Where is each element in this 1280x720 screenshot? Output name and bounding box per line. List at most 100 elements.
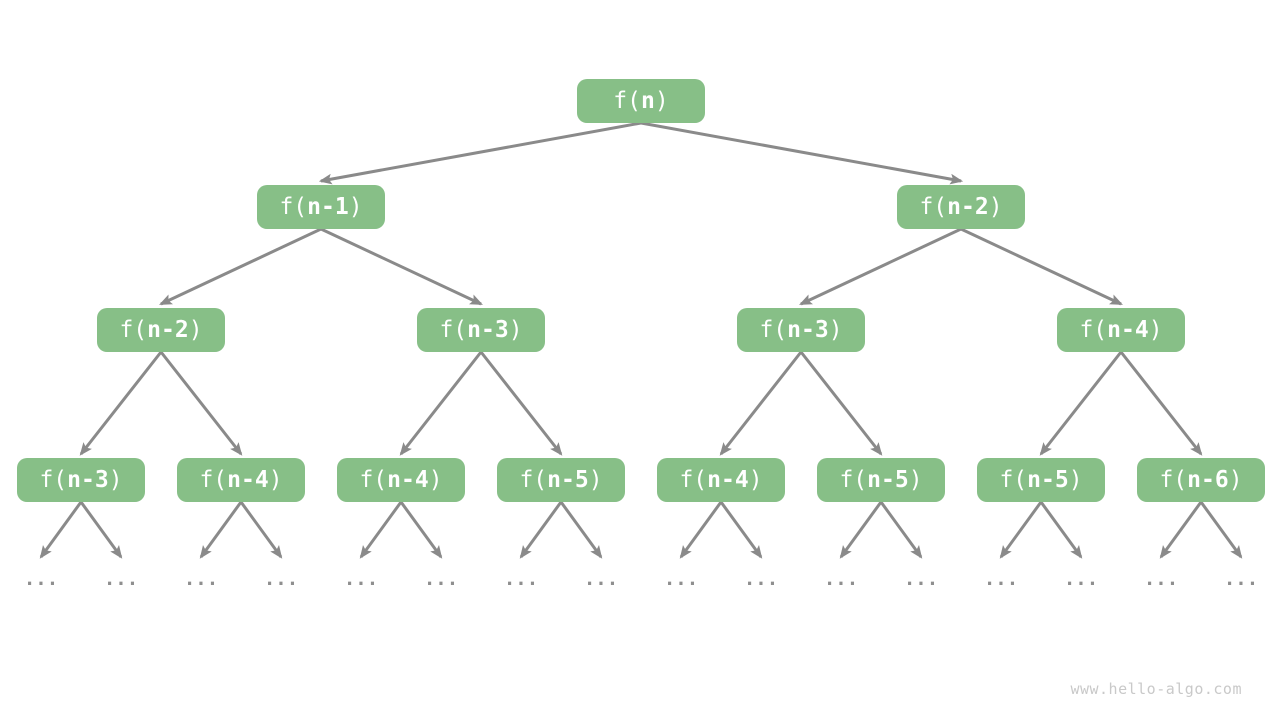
node-label-prefix: f(	[359, 466, 388, 493]
edge-b1-c2	[159, 351, 243, 456]
node-label-prefix: f(	[999, 466, 1028, 493]
edge-b1-c1	[79, 351, 163, 456]
node-label-prefix: f(	[279, 193, 308, 220]
edge-a1-b1	[159, 227, 322, 306]
node-label-prefix: f(	[39, 466, 68, 493]
node-label-suffix: )	[1228, 466, 1243, 493]
node-label-var: n	[640, 87, 655, 114]
ellipsis-label: ...	[264, 568, 298, 590]
node-label-var: n-3	[467, 316, 509, 343]
node-label-suffix: )	[508, 316, 523, 343]
tree-node-c7: f(n-5)	[977, 458, 1105, 502]
ellipsis-label: ...	[1064, 568, 1098, 590]
node-label-var: n-2	[947, 193, 989, 220]
tree-node-c6: f(n-5)	[817, 458, 945, 502]
node-label-prefix: f(	[839, 466, 868, 493]
ellipsis-label: ...	[744, 568, 778, 590]
tree-node-b3: f(n-3)	[737, 308, 865, 352]
edge-b3-c5	[719, 351, 803, 456]
edge-c5-ellipsis0	[679, 501, 723, 559]
node-label-var: n-4	[1107, 316, 1149, 343]
node-label-suffix: )	[654, 87, 669, 114]
node-label-suffix: )	[428, 466, 443, 493]
node-label-var: n-5	[1027, 466, 1069, 493]
edge-c7-ellipsis1	[1039, 501, 1083, 559]
node-label-var: n-5	[867, 466, 909, 493]
edge-c8-ellipsis0	[1159, 501, 1203, 559]
node-label-prefix: f(	[199, 466, 228, 493]
node-label-var: n-4	[707, 466, 749, 493]
ellipsis-label: ...	[824, 568, 858, 590]
node-label-var: n-5	[547, 466, 589, 493]
node-label-prefix: f(	[439, 316, 468, 343]
edge-c4-ellipsis1	[559, 501, 603, 559]
edge-c2-ellipsis0	[199, 501, 243, 559]
tree-node-c4: f(n-5)	[497, 458, 625, 502]
edge-b3-c6	[799, 351, 883, 456]
edge-c7-ellipsis0	[999, 501, 1043, 559]
edge-r-a1	[318, 121, 642, 185]
edge-b4-c8	[1119, 351, 1203, 456]
node-label-prefix: f(	[1079, 316, 1108, 343]
node-label-suffix: )	[188, 316, 203, 343]
ellipsis-label: ...	[984, 568, 1018, 590]
node-label-var: n-3	[787, 316, 829, 343]
node-label-var: n-2	[147, 316, 189, 343]
edge-r-a2	[640, 121, 964, 185]
node-label-suffix: )	[908, 466, 923, 493]
node-label-var: n-6	[1187, 466, 1229, 493]
ellipsis-label: ...	[584, 568, 618, 590]
tree-node-b1: f(n-2)	[97, 308, 225, 352]
edge-b2-c3	[399, 351, 483, 456]
node-label-prefix: f(	[679, 466, 708, 493]
tree-node-r: f(n)	[577, 79, 705, 123]
edge-a1-b2	[320, 227, 483, 306]
node-label-suffix: )	[1148, 316, 1163, 343]
tree-node-c8: f(n-6)	[1137, 458, 1265, 502]
tree-node-c1: f(n-3)	[17, 458, 145, 502]
edge-c8-ellipsis1	[1199, 501, 1243, 559]
node-label-prefix: f(	[919, 193, 948, 220]
ellipsis-label: ...	[1144, 568, 1178, 590]
ellipsis-label: ...	[664, 568, 698, 590]
edge-c2-ellipsis1	[239, 501, 283, 559]
edge-b4-c7	[1039, 351, 1123, 456]
ellipsis-label: ...	[904, 568, 938, 590]
tree-node-a2: f(n-2)	[897, 185, 1025, 229]
node-label-suffix: )	[1068, 466, 1083, 493]
tree-node-b2: f(n-3)	[417, 308, 545, 352]
edge-c6-ellipsis1	[879, 501, 923, 559]
ellipsis-label: ...	[24, 568, 58, 590]
tree-node-a1: f(n-1)	[257, 185, 385, 229]
edge-b2-c4	[479, 351, 563, 456]
edge-c1-ellipsis0	[39, 501, 83, 559]
edge-c3-ellipsis0	[359, 501, 403, 559]
node-label-prefix: f(	[759, 316, 788, 343]
ellipsis-label: ...	[424, 568, 458, 590]
node-label-var: n-3	[67, 466, 109, 493]
node-label-prefix: f(	[119, 316, 148, 343]
edge-c1-ellipsis1	[79, 501, 123, 559]
node-label-var: n-4	[227, 466, 269, 493]
tree-node-c2: f(n-4)	[177, 458, 305, 502]
node-label-suffix: )	[748, 466, 763, 493]
node-label-suffix: )	[348, 193, 363, 220]
edge-c3-ellipsis1	[399, 501, 443, 559]
node-label-prefix: f(	[1159, 466, 1188, 493]
edge-a2-b4	[960, 227, 1123, 306]
ellipsis-label: ...	[344, 568, 378, 590]
tree-node-c3: f(n-4)	[337, 458, 465, 502]
edge-c4-ellipsis0	[519, 501, 563, 559]
node-label-var: n-4	[387, 466, 429, 493]
node-label-var: n-1	[307, 193, 349, 220]
ellipsis-label: ...	[1224, 568, 1258, 590]
node-label-suffix: )	[828, 316, 843, 343]
tree-node-c5: f(n-4)	[657, 458, 785, 502]
edge-a2-b3	[799, 227, 962, 306]
edge-c6-ellipsis0	[839, 501, 883, 559]
ellipsis-label: ...	[184, 568, 218, 590]
node-label-prefix: f(	[613, 87, 641, 114]
edge-c5-ellipsis1	[719, 501, 763, 559]
